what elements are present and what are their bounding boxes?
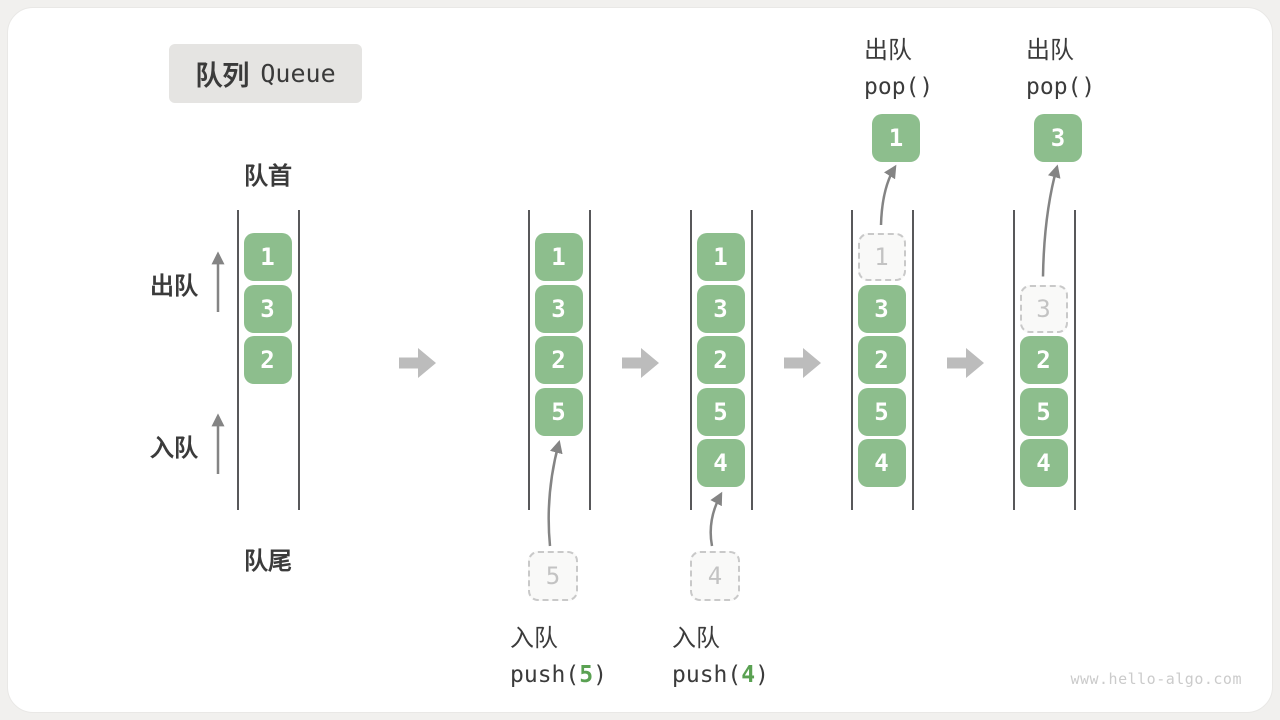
queue-wall-right	[912, 210, 914, 510]
op-code-text: push(4)	[672, 662, 769, 688]
op-label-zh: 出队	[864, 37, 912, 64]
queue-wall-right	[751, 210, 753, 510]
queue-cell: 1	[243, 233, 292, 281]
queue-cell: 4	[1019, 439, 1068, 487]
popped-box: 3	[1034, 114, 1082, 162]
op-arg: 5	[579, 662, 594, 688]
op-label-zh: 出队	[1026, 37, 1074, 64]
right-block-arrow-icon	[784, 348, 821, 378]
queue-cell: 1	[534, 233, 583, 281]
op-label-pop: 出队 pop()	[864, 30, 933, 100]
step-arrow-icon	[947, 348, 984, 378]
queue-cell: 2	[1019, 336, 1068, 384]
op-fn-open: push(	[510, 662, 580, 688]
label-queue-front: 队首	[244, 163, 292, 190]
incoming-staging-box: 5	[528, 551, 578, 601]
op-code-text: pop()	[1026, 74, 1096, 100]
title-zh: 队列	[195, 61, 250, 91]
queue-cell: 4	[696, 439, 745, 487]
queue-wall-left	[528, 210, 530, 510]
right-block-arrow-icon	[399, 348, 436, 378]
queue-cell: 4	[857, 439, 906, 487]
queue-cell: 2	[534, 336, 583, 384]
queue-cell: 3	[534, 284, 583, 333]
op-code-text: pop()	[864, 74, 934, 100]
op-label-pop: 出队 pop()	[1026, 30, 1095, 100]
step-arrow-icon	[784, 348, 821, 378]
queue-cell: 2	[243, 336, 292, 384]
step-arrow-icon	[399, 348, 436, 378]
queue-cell: 1	[696, 233, 745, 281]
title-box: 队列 Queue	[169, 44, 362, 103]
queue-cell: 3	[243, 284, 292, 333]
queue-cell: 3	[857, 284, 906, 333]
op-arg: 4	[741, 662, 756, 688]
queue-wall-right	[1074, 210, 1076, 510]
queue-cell: 3	[696, 284, 745, 333]
queue-wall-left	[851, 210, 853, 510]
queue-cell-ghost: 1	[857, 233, 906, 281]
op-label-push: 入队 push(5)	[510, 618, 607, 688]
queue-cell: 5	[534, 387, 583, 436]
queue-wall-right	[298, 210, 300, 510]
label-dequeue-side: 出队	[150, 273, 198, 300]
op-fn-close: )	[593, 662, 607, 688]
right-block-arrow-icon	[947, 348, 984, 378]
queue-wall-left	[690, 210, 692, 510]
queue-wall-left	[237, 210, 239, 510]
queue-cell: 2	[857, 336, 906, 384]
watermark: www.hello-algo.com	[1070, 670, 1242, 688]
step-arrow-icon	[622, 348, 659, 378]
title-en: Queue	[260, 59, 336, 88]
op-label-zh: 入队	[672, 625, 720, 652]
op-fn-open: push(	[672, 662, 742, 688]
label-enqueue-side: 入队	[150, 435, 198, 462]
incoming-staging-box: 4	[690, 551, 740, 601]
queue-cell: 2	[696, 336, 745, 384]
popped-box: 1	[872, 114, 920, 162]
queue-cell: 5	[696, 387, 745, 436]
label-queue-rear: 队尾	[244, 548, 292, 575]
queue-cell: 5	[857, 387, 906, 436]
queue-wall-left	[1013, 210, 1015, 510]
queue-cell: 5	[1019, 387, 1068, 436]
op-label-zh: 入队	[510, 625, 558, 652]
op-fn-close: )	[755, 662, 769, 688]
op-code-text: push(5)	[510, 662, 607, 688]
queue-cell-ghost: 3	[1019, 284, 1068, 333]
right-block-arrow-icon	[622, 348, 659, 378]
queue-wall-right	[589, 210, 591, 510]
op-label-push: 入队 push(4)	[672, 618, 769, 688]
